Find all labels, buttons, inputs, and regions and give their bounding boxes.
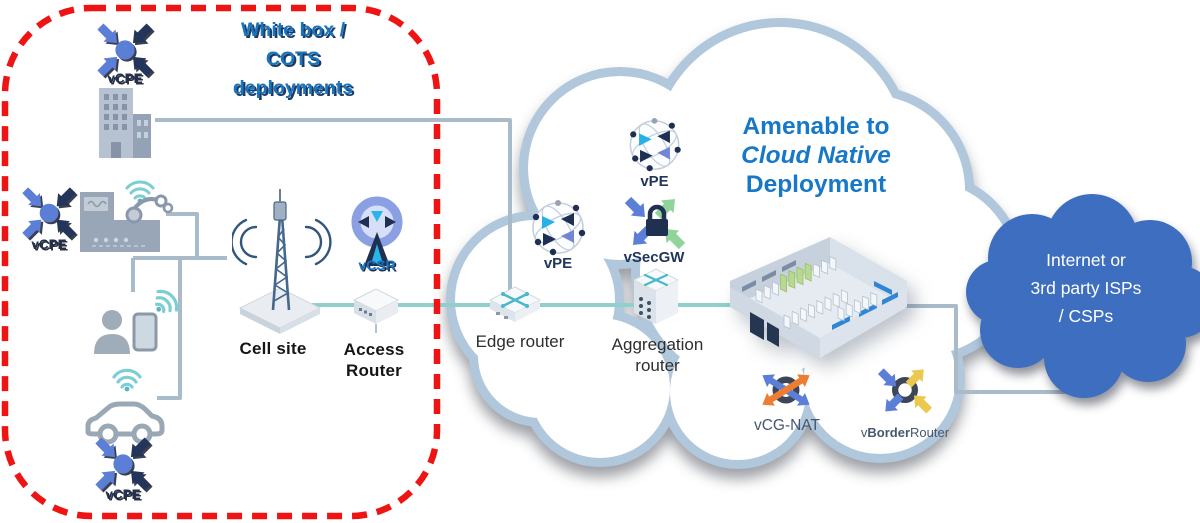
aggregation-router-label-line2: router <box>635 356 680 375</box>
white-box-title-line1: White box / <box>241 19 345 41</box>
vpe-icon <box>529 199 587 257</box>
cell-site-label: Cell site <box>239 339 307 358</box>
vcpe-label: vCPE <box>31 237 67 252</box>
datacenter-icon <box>726 234 910 360</box>
white-box-title-line2: COTS <box>265 48 321 70</box>
vcpe-icon <box>94 22 156 78</box>
connected-car-icon <box>78 360 170 452</box>
vborder-label-bold: Border <box>867 425 911 440</box>
vcsr-icon <box>348 194 406 274</box>
vsecgw-icon <box>620 194 688 250</box>
gray-connector-lines <box>131 118 1085 400</box>
cell-site-tower-icon <box>232 186 336 336</box>
vcpe-icon <box>92 436 154 492</box>
vborder-router-icon <box>872 364 938 416</box>
vcg-nat-icon <box>752 364 820 416</box>
vpe-icon <box>626 117 683 173</box>
aggregation-router-label: Aggregation router <box>600 334 715 376</box>
vcg-nat-label: vCG-NAT <box>753 417 820 434</box>
internet-cloud-shape <box>966 194 1200 398</box>
edge-router-label: Edge router <box>475 332 565 351</box>
internet-cloud-line3: / CSPs <box>1058 306 1114 326</box>
cloud-headline: Amenable to Cloud Native Deployment <box>716 112 916 199</box>
aggregation-router-icon <box>632 266 680 328</box>
internet-cloud-line2: 3rd party ISPs <box>1030 278 1142 298</box>
edge-router-icon <box>488 284 542 326</box>
access-router-label-line1: Access <box>343 340 405 359</box>
headline-line2: Cloud Native <box>741 142 891 169</box>
white-box-title-line3: deployments <box>232 77 354 99</box>
vborder-router-label: vBorderRouter <box>857 425 953 440</box>
headline-line1: Amenable to <box>742 113 890 140</box>
access-router-label: Access Router <box>335 339 413 381</box>
vcpe-icon <box>19 186 79 240</box>
building-to-edge-router-line <box>155 118 512 296</box>
vpe-label: vPE <box>640 173 669 190</box>
vborder-label-suffix: Router <box>910 425 950 440</box>
headline-line3: Deployment <box>745 171 887 198</box>
vcpe-label: vCPE <box>105 487 141 502</box>
vcpe-label: vCPE <box>107 71 143 86</box>
person-phone-icon <box>86 278 182 356</box>
vsecgw-label: vSecGW <box>623 249 685 266</box>
vcsr-label: vCSR <box>358 257 396 273</box>
vborder-label-prefix: v <box>860 425 868 440</box>
internet-cloud-line1: Internet or <box>1046 250 1126 270</box>
white-box-zone-border <box>1 4 441 520</box>
internet-cloud-text: Internet or 3rd party ISPs / CSPs <box>998 246 1174 330</box>
aggregation-router-label-line1: Aggregation <box>611 335 704 354</box>
white-box-zone-title: White box / COTS deployments <box>206 16 380 103</box>
car-link-line <box>157 258 182 400</box>
access-router-icon <box>350 284 402 334</box>
factory-icon <box>76 170 176 260</box>
building-icon <box>95 88 155 158</box>
access-router-label-line2: Router <box>346 361 402 380</box>
factory-link-line <box>166 212 199 258</box>
vpe-label: vPE <box>543 255 573 272</box>
